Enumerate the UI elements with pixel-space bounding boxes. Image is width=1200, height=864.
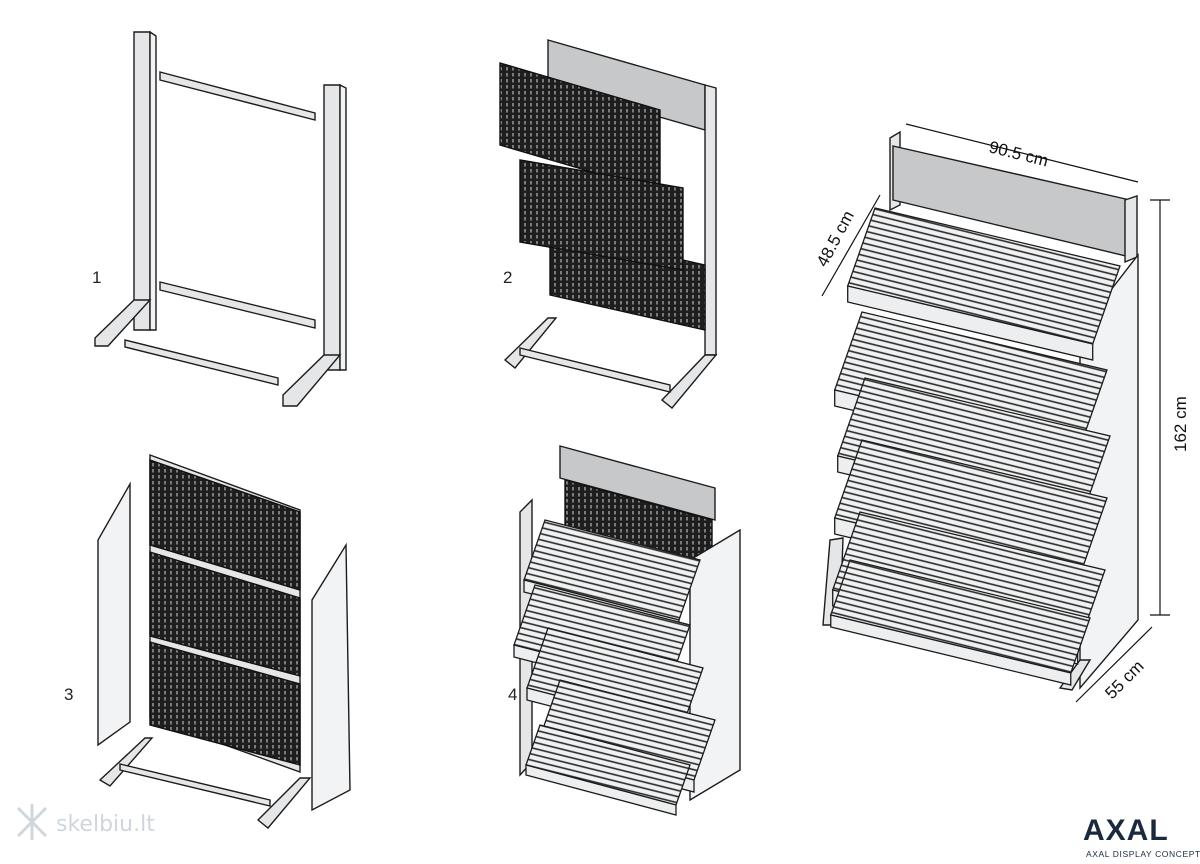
back-panel-top (149, 459, 301, 591)
left-foot (98, 737, 154, 787)
right-foot (660, 354, 718, 409)
step-4-shelf-set (513, 519, 716, 816)
step-3-side-panels (97, 453, 351, 829)
right-foot (282, 354, 342, 407)
step-2-back-panels (499, 39, 718, 409)
depth-dimension-line (821, 194, 881, 297)
shelf-depth-label: 48.5 cm (813, 208, 858, 270)
header-board (559, 445, 716, 521)
width-dimension-line (905, 123, 1139, 183)
base-beam (124, 339, 279, 386)
final-shelf-set (829, 207, 1121, 686)
base-beam (119, 763, 271, 807)
back-panel-middle (149, 551, 301, 677)
back-panel-bottom (149, 641, 301, 766)
right-side-panel (311, 542, 351, 812)
left-upright (133, 31, 151, 331)
right-upright (323, 84, 341, 371)
base-beam (519, 347, 671, 393)
axal-logo: AXAL AXAL DISPLAY CONCEPT (1083, 814, 1200, 859)
height-label: 162 cm (1171, 396, 1190, 452)
left-foot (503, 317, 558, 369)
step-1-frame-parts (94, 30, 347, 407)
step-label-2: 2 (503, 268, 512, 287)
right-upright (704, 84, 717, 356)
snowflake-icon (16, 804, 48, 840)
dimension-lines (821, 123, 1170, 703)
right-foot (256, 777, 312, 829)
top-beam (159, 71, 316, 121)
right-upright (1124, 195, 1138, 264)
shelf-base (829, 559, 1091, 686)
step-label-1: 1 (92, 268, 101, 287)
step-label-3: 3 (64, 685, 73, 704)
watermark-text: skelbiu.lt (56, 812, 155, 837)
middle-beam (159, 281, 316, 329)
back-panel-middle (519, 159, 684, 271)
logo-subtitle: AXAL DISPLAY CONCEPT (1086, 849, 1200, 859)
base-depth-label: 55 cm (1101, 657, 1147, 703)
logo-text: AXAL (1083, 814, 1169, 847)
width-label: 90.5 cm (987, 137, 1050, 170)
base-depth-dimension-line (1075, 626, 1153, 703)
step-label-4: 4 (508, 685, 517, 704)
shelf-1 (846, 207, 1121, 361)
shelf-base (525, 724, 691, 816)
left-foot (94, 299, 152, 347)
watermark: skelbiu.lt (16, 804, 155, 840)
left-side-panel (97, 481, 131, 747)
